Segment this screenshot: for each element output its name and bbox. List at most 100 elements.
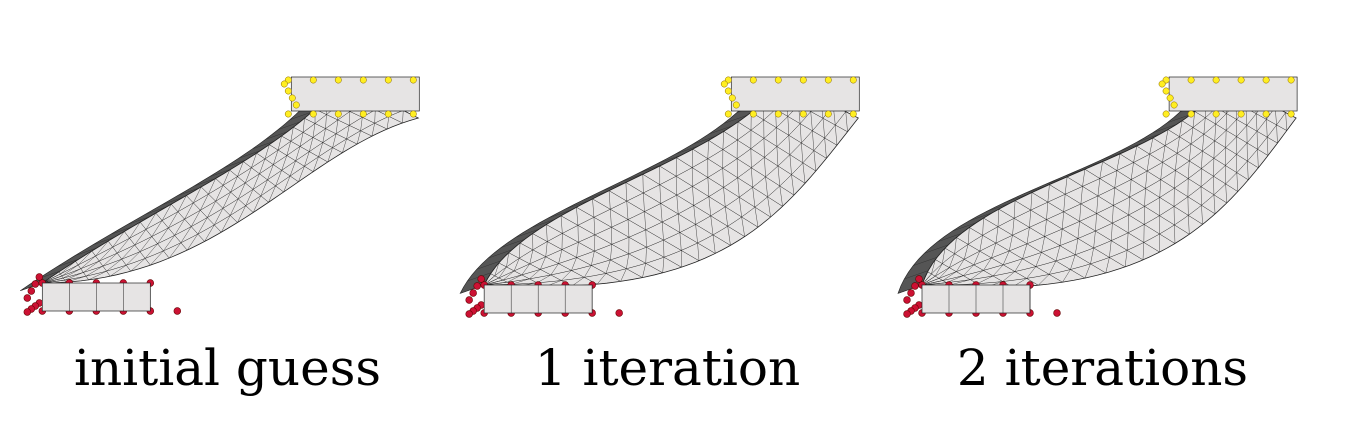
mesh-diagonal [312,156,319,172]
mesh-diagonal [1064,176,1068,195]
mesh-diagonal [973,251,980,265]
mesh-diagonal [1105,257,1110,274]
side-edge [708,125,733,135]
mesh-diagonal [494,262,500,276]
mesh-diagonal [1213,194,1216,214]
mesh-diagonal [174,219,185,236]
mesh-diagonal [788,135,791,155]
mesh-diagonal [513,258,520,271]
mesh-diagonal [1095,213,1097,232]
side-edge [208,168,232,178]
mesh-diagonal [157,227,169,244]
mesh-line [171,204,205,242]
mesh-line [1167,129,1249,181]
mesh-diagonal [260,179,268,196]
mesh-diagonal [723,187,726,207]
mesh-diagonal [979,235,983,252]
mesh-diagonal [145,213,157,230]
mesh-diagonal [1160,162,1163,180]
mesh-diagonal [991,243,997,259]
free-point [774,110,782,118]
mesh-diagonal [754,207,759,228]
mesh-diagonal [707,140,709,159]
mesh-diagonal [949,253,955,268]
mesh-diagonal [1012,218,1015,236]
mesh-diagonal [298,166,305,182]
mesh-diagonal [693,205,696,225]
side-edge [904,270,929,280]
mesh-line [983,217,1086,279]
free-point [728,94,736,102]
mesh-diagonal [1003,250,1010,265]
mesh-diagonal [546,224,548,242]
side-edge [986,202,1011,212]
mesh-diagonal [230,176,238,193]
mesh-diagonal [309,137,314,152]
mesh-diagonal [1127,214,1129,233]
mesh-diagonal [1276,124,1278,144]
mesh-diagonal [776,146,779,166]
mesh-diagonal [529,249,534,264]
mesh-diagonal [327,147,333,163]
mesh-diagonal [824,138,827,159]
mesh-diagonal [1257,149,1259,168]
mesh-diagonal [312,123,316,138]
mesh-diagonal [200,194,209,211]
free-end-block [1168,76,1298,112]
mesh-line [1102,161,1203,225]
mesh-diagonal [180,226,192,243]
mesh-diagonal [625,182,627,202]
mesh-line [1181,120,1259,168]
mesh-diagonal [1026,227,1030,244]
mesh-diagonal [1189,143,1192,161]
mesh-diagonal [237,161,244,177]
fixed-point [27,287,35,295]
mesh-diagonal [1236,172,1238,192]
mesh-diagonal [253,195,261,213]
mesh-diagonal [712,234,716,254]
mesh-diagonal [1201,151,1203,169]
mesh-diagonal [642,263,646,278]
side-face [20,79,345,291]
mesh-diagonal [335,119,339,134]
free-point [284,87,292,95]
free-end-block [730,76,860,112]
mesh-diagonal [1144,188,1146,207]
free-point [732,101,740,109]
mesh-diagonal [267,164,274,180]
free-point [309,110,317,118]
side-edge [252,141,275,150]
side-edge [193,178,216,187]
mesh-diagonal [845,111,848,132]
mesh-diagonal [318,142,323,157]
mesh-diagonal [1112,205,1114,224]
side-edge [278,121,301,130]
free-point [799,76,807,84]
mesh-line [269,144,314,172]
mesh-diagonal [1059,229,1063,246]
mesh-diagonal [129,222,141,239]
mesh-diagonal [620,268,627,282]
mesh-diagonal [184,202,194,220]
mesh-line [293,127,343,153]
caption-1-iteration: 1 iteration [534,339,801,397]
free-point [774,76,782,84]
mesh-diagonal [550,263,559,276]
mesh-line [256,152,299,182]
side-edge [924,244,949,254]
fixed-point [31,280,39,288]
side-edge [639,164,664,174]
mesh-diagonal [1096,195,1099,214]
mesh-diagonal [801,142,804,163]
mesh-diagonal [1213,140,1215,159]
mesh-diagonal [264,144,270,159]
mesh-diagonal [1070,254,1076,270]
side-edge [565,200,590,210]
mesh-diagonal [767,196,771,218]
mesh-diagonal [737,121,739,141]
mesh-diagonal [1133,146,1137,163]
mesh-diagonal [950,279,971,286]
mesh-diagonal [204,224,215,242]
free-point [384,110,392,118]
